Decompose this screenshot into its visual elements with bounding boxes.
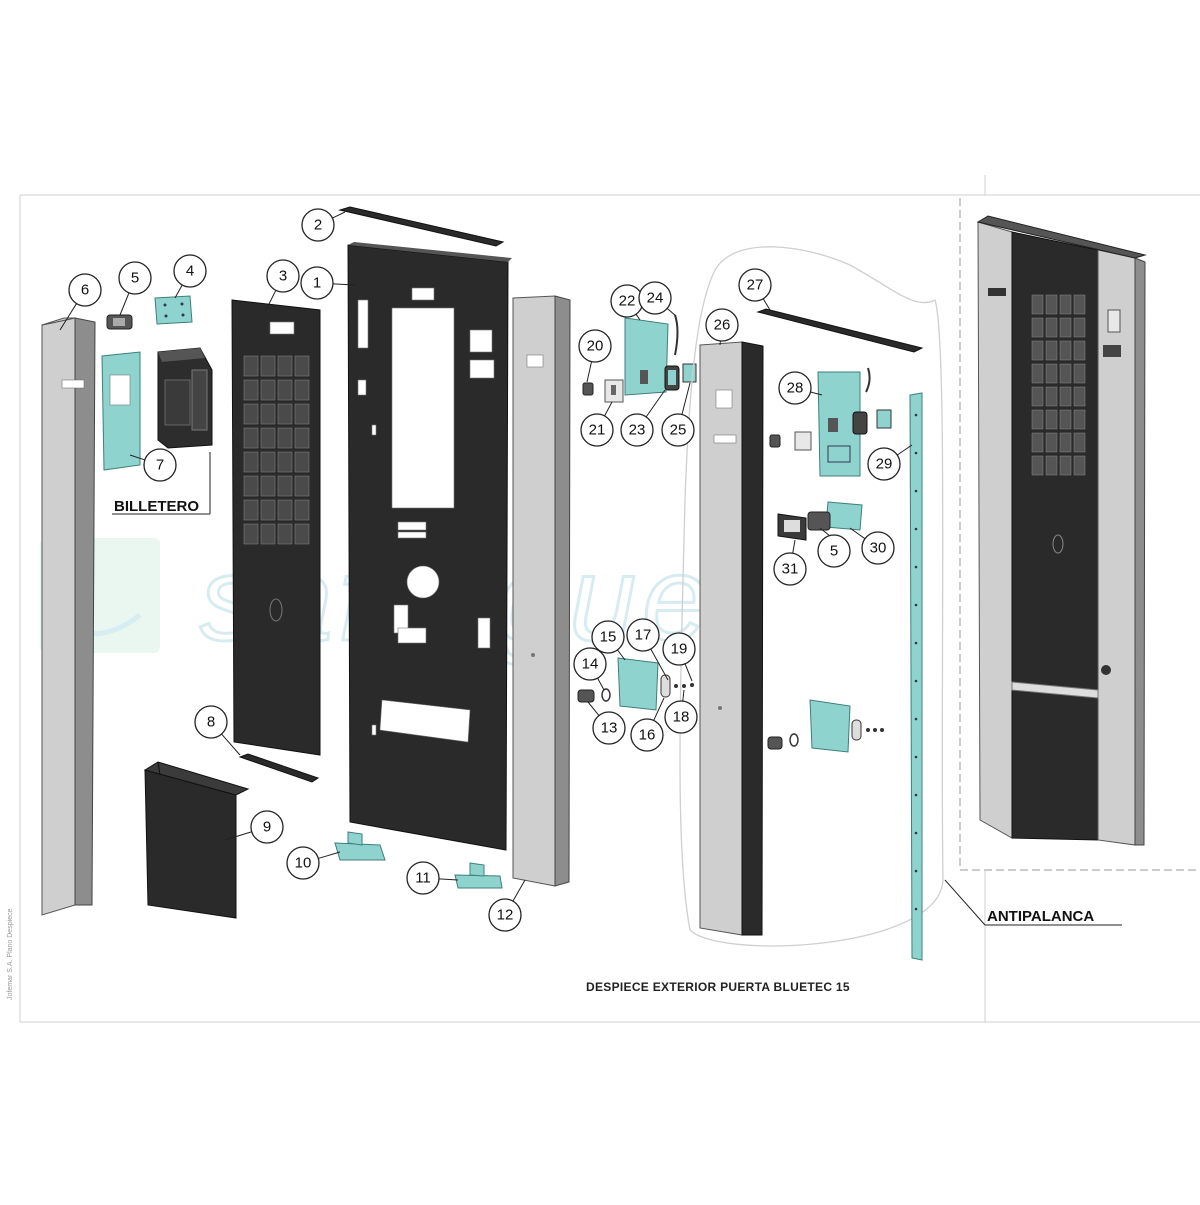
- part-18-screw: [682, 684, 686, 688]
- part-9-bottom-box-cover: [145, 762, 248, 918]
- part-15-lock-plate: [618, 658, 658, 710]
- part-19-small-washer: [690, 683, 694, 687]
- callout-1: 1: [301, 267, 355, 299]
- callout-29-number: 29: [876, 456, 893, 473]
- callout-22-number: 22: [619, 293, 636, 310]
- callout-8: 8: [195, 706, 240, 755]
- callout-27-number: 27: [747, 277, 764, 294]
- callout-1-number: 1: [313, 275, 321, 292]
- callout-5-number: 5: [131, 270, 139, 287]
- part-24-spring: [675, 315, 678, 355]
- part-10-left-foot-bracket: [335, 832, 385, 860]
- callout-5-antipalanca-number: 5: [830, 543, 838, 560]
- callout-27: 27: [739, 269, 771, 310]
- part-1-door-frame-panel: [348, 242, 512, 850]
- callout-21: 21: [581, 402, 613, 446]
- callout-30-number: 30: [870, 540, 887, 557]
- callout-10: 10: [287, 847, 340, 879]
- callout-5-antipalanca: 5: [818, 528, 850, 567]
- callout-23-number: 23: [629, 422, 646, 439]
- callout-4: 4: [174, 255, 206, 298]
- callout-22: 22: [611, 285, 643, 320]
- callout-3-number: 3: [279, 268, 287, 285]
- callout-20: 20: [579, 330, 611, 382]
- part-5-antipalanca-bezel: [808, 512, 830, 530]
- part-6-left-side-profile: [42, 318, 95, 915]
- part-13-lock-cylinder: [578, 690, 594, 702]
- callout-30: 30: [850, 528, 894, 564]
- part-11-right-foot-bracket: [455, 863, 502, 888]
- billetero-label: BILLETERO: [114, 498, 199, 515]
- part-7-bill-acceptor-bracket: [102, 352, 140, 470]
- part-22-coin-mech-plate: [625, 318, 668, 395]
- callout-5: 5: [119, 262, 151, 315]
- callout-31: 31: [774, 540, 806, 585]
- bill-acceptor-unit: [158, 348, 212, 448]
- callout-7-number: 7: [156, 457, 164, 474]
- callout-28-number: 28: [787, 380, 804, 397]
- callout-10-number: 10: [295, 855, 312, 872]
- antipalanca-label-group: ANTIPALANCA: [945, 880, 1122, 925]
- assembled-door: [978, 216, 1145, 845]
- part-17-nut: [674, 684, 678, 688]
- callout-13-number: 13: [601, 720, 618, 737]
- part-26-antipalanca-right-profile: [700, 342, 763, 935]
- callout-11: 11: [407, 862, 458, 894]
- callout-2-number: 2: [314, 217, 322, 234]
- part-14-washer: [602, 689, 610, 701]
- callout-15-number: 15: [600, 629, 617, 646]
- callout-8-number: 8: [207, 714, 215, 731]
- callout-2: 2: [302, 209, 345, 241]
- part-3-front-window-panel: [232, 300, 320, 755]
- callout-26: 26: [706, 309, 738, 345]
- callout-26-number: 26: [714, 317, 731, 334]
- callout-11-number: 11: [415, 870, 431, 887]
- part-8-lower-rail: [240, 754, 318, 782]
- part-21-coin-insert-bezel: [605, 380, 623, 402]
- part-20-button-knob: [583, 383, 593, 395]
- callout-17-number: 17: [635, 627, 652, 644]
- part-12-right-side-profile: [513, 296, 570, 886]
- antipalanca-lock-group: [768, 700, 884, 752]
- callout-4-number: 4: [186, 263, 194, 280]
- callout-19: 19: [663, 633, 695, 681]
- callout-28: 28: [779, 372, 822, 404]
- callout-24: 24: [639, 282, 676, 316]
- drawing-title: DESPIECE EXTERIOR PUERTA BLUETEC 15: [586, 980, 850, 994]
- callout-13: 13: [588, 702, 625, 744]
- callout-19-number: 19: [671, 641, 688, 658]
- part-23-coin-return-lever: [665, 366, 679, 390]
- antipalanca-label: ANTIPALANCA: [987, 908, 1094, 925]
- part-29-antipalanca-strip: [910, 393, 922, 960]
- callout-14-number: 14: [582, 656, 599, 673]
- part-2-top-cover-bar: [340, 207, 503, 246]
- part-16-lock-cam: [661, 675, 670, 697]
- callout-21-number: 21: [589, 422, 606, 439]
- callout-16-number: 16: [639, 727, 656, 744]
- callout-6-number: 6: [81, 282, 89, 299]
- callout-20-number: 20: [587, 338, 604, 355]
- callout-24-number: 24: [647, 290, 664, 307]
- part-31-antipalanca-bezel-frame: [778, 514, 806, 540]
- side-note: Jofemar S.A. Plano Despiece: [7, 908, 14, 1000]
- callout-18-number: 18: [673, 709, 690, 726]
- part-30-antipalanca-bracket: [826, 502, 862, 530]
- callout-29: 29: [868, 445, 912, 480]
- part-5-small-bezel: [107, 315, 132, 329]
- part-27-antipalanca-top-bar: [758, 309, 922, 352]
- callout-14: 14: [574, 648, 606, 690]
- callout-31-number: 31: [782, 561, 799, 578]
- callout-23: 23: [621, 390, 665, 446]
- part-4-mounting-plate: [155, 296, 192, 324]
- callout-25-number: 25: [670, 422, 687, 439]
- callout-12-number: 12: [497, 907, 514, 924]
- callout-9-number: 9: [263, 819, 271, 836]
